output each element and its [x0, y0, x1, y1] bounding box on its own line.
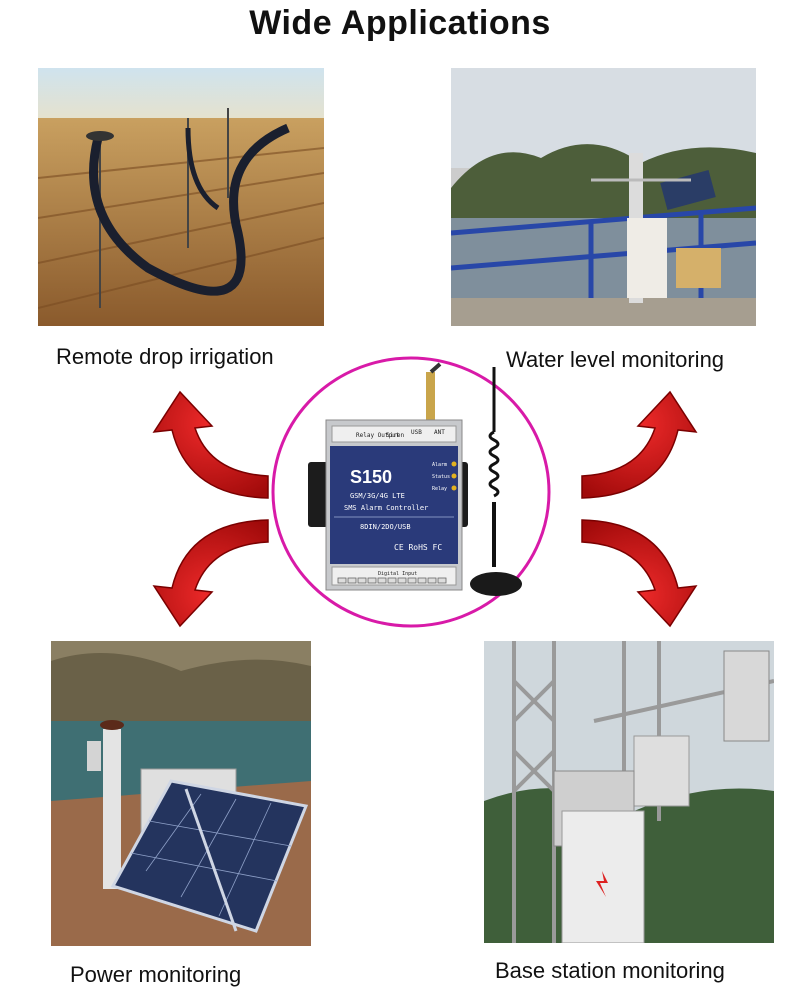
arrow-down-right [570, 510, 700, 630]
device-model: S150 [350, 467, 392, 487]
power-monitoring-caption: Power monitoring [70, 962, 242, 987]
device-cert: CE RoHS FC [394, 543, 442, 552]
led-label-alarm: Alarm [432, 462, 447, 468]
irrigation-photo [38, 68, 324, 326]
device-usb-label: USB [411, 429, 422, 436]
base-station-photo [484, 641, 774, 943]
arrow-up-right [570, 388, 700, 508]
device-line2: SMS Alarm Controller [344, 504, 428, 512]
arrow-down-left [150, 510, 280, 630]
device-line3: 8DIN/2DO/USB [360, 523, 411, 531]
led-status-icon [451, 473, 457, 479]
led-alarm-icon [451, 461, 457, 467]
arrow-up-left [150, 388, 280, 508]
device-line1: GSM/3G/4G LTE [350, 492, 405, 500]
device-ant-label: ANT [434, 429, 445, 436]
led-label-status: Status [432, 474, 450, 480]
irrigation-caption: Remote drop irrigation [56, 344, 274, 369]
base-station-caption: Base station monitoring [495, 958, 725, 983]
led-label-relay: Relay [432, 486, 447, 492]
sms-alarm-controller-device: Relay Output Siren USB ANT S150 GSM/3G/4… [268, 352, 554, 632]
device-bottom-label: Digital Input [378, 571, 417, 577]
highlight-ring [271, 356, 551, 628]
power-monitoring-photo [51, 641, 311, 946]
device-top-label-relay: Relay Output [356, 432, 400, 439]
water-level-caption: Water level monitoring [506, 347, 725, 372]
water-level-photo [451, 68, 756, 326]
device-top-label-siren: Siren [386, 432, 404, 439]
page-title: Wide Applications [249, 4, 551, 42]
led-relay-icon [451, 485, 457, 491]
